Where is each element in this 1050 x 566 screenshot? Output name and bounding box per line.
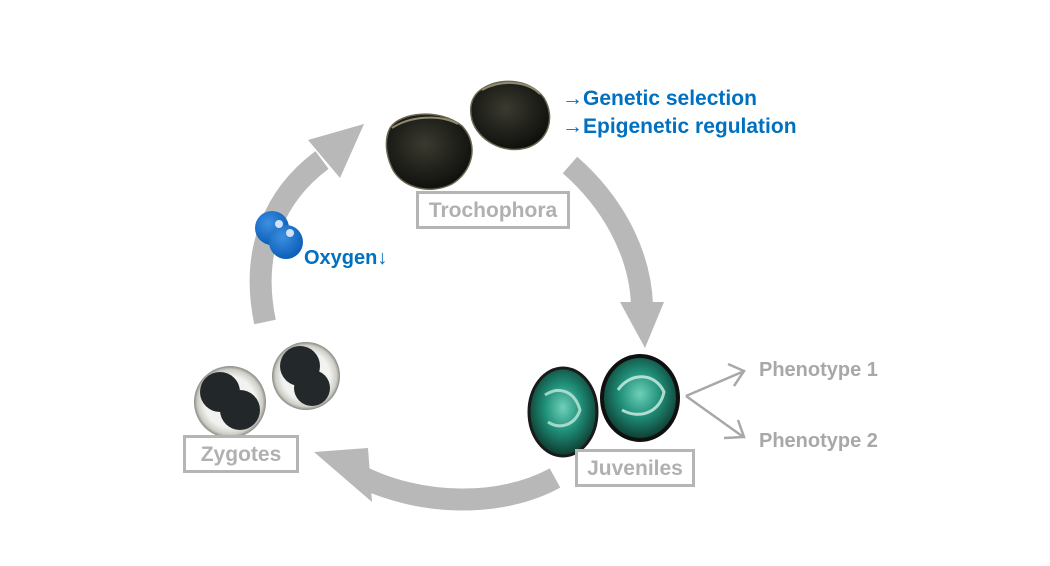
cycle-arrow-bottom (314, 448, 561, 511)
stage-label-trochophora: Trochophora (416, 191, 570, 229)
annotation-genetic-selection: →Genetic selection (562, 87, 757, 110)
juvenile-shell-right (600, 354, 680, 442)
annotation-oxygen: Oxygen↓ (304, 247, 388, 269)
annotation-epigenetic-regulation: →Epigenetic regulation (562, 115, 797, 138)
cycle-arrow-right (562, 156, 664, 348)
oxygen-molecule-icon (255, 211, 303, 259)
zygote-right (272, 342, 340, 410)
phenotype-1-label: Phenotype 1 (759, 359, 878, 381)
juvenile-shell-left (527, 366, 599, 458)
zygote-left (194, 366, 266, 438)
trochophora-larva-right (469, 80, 551, 151)
stage-label-zygotes: Zygotes (183, 435, 299, 473)
stage-label-juveniles: Juveniles (575, 449, 695, 487)
trochophora-larva-left (385, 113, 473, 190)
branch-arrow-icon (685, 362, 746, 440)
phenotype-2-label: Phenotype 2 (759, 430, 878, 452)
